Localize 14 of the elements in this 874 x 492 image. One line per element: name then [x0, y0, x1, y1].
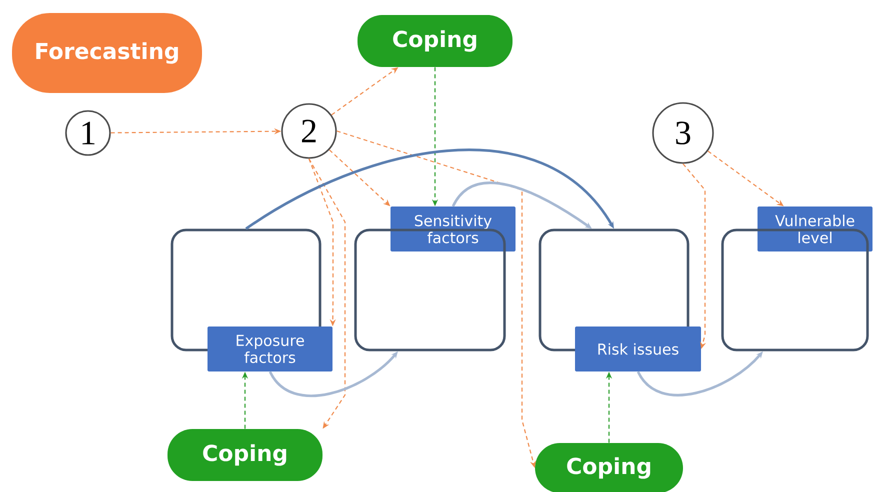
bracket-box	[721, 228, 869, 352]
factor-label: Vulnerable level	[758, 206, 873, 252]
factor-label: Exposure factors	[208, 326, 332, 372]
coping-pill: Coping	[168, 429, 322, 481]
forecasting-pill: Forecasting	[12, 13, 202, 93]
circled-number: 2	[281, 103, 337, 159]
bracket-box	[354, 228, 506, 352]
coping-pill: Coping	[535, 443, 683, 492]
circled-number: 1	[65, 110, 111, 156]
coping-pill: Coping	[358, 15, 512, 67]
factor-label: Risk issues	[575, 326, 702, 372]
circled-number: 3	[652, 102, 714, 164]
arrow	[245, 148, 614, 230]
factor-label: Sensitivity factors	[390, 206, 516, 252]
